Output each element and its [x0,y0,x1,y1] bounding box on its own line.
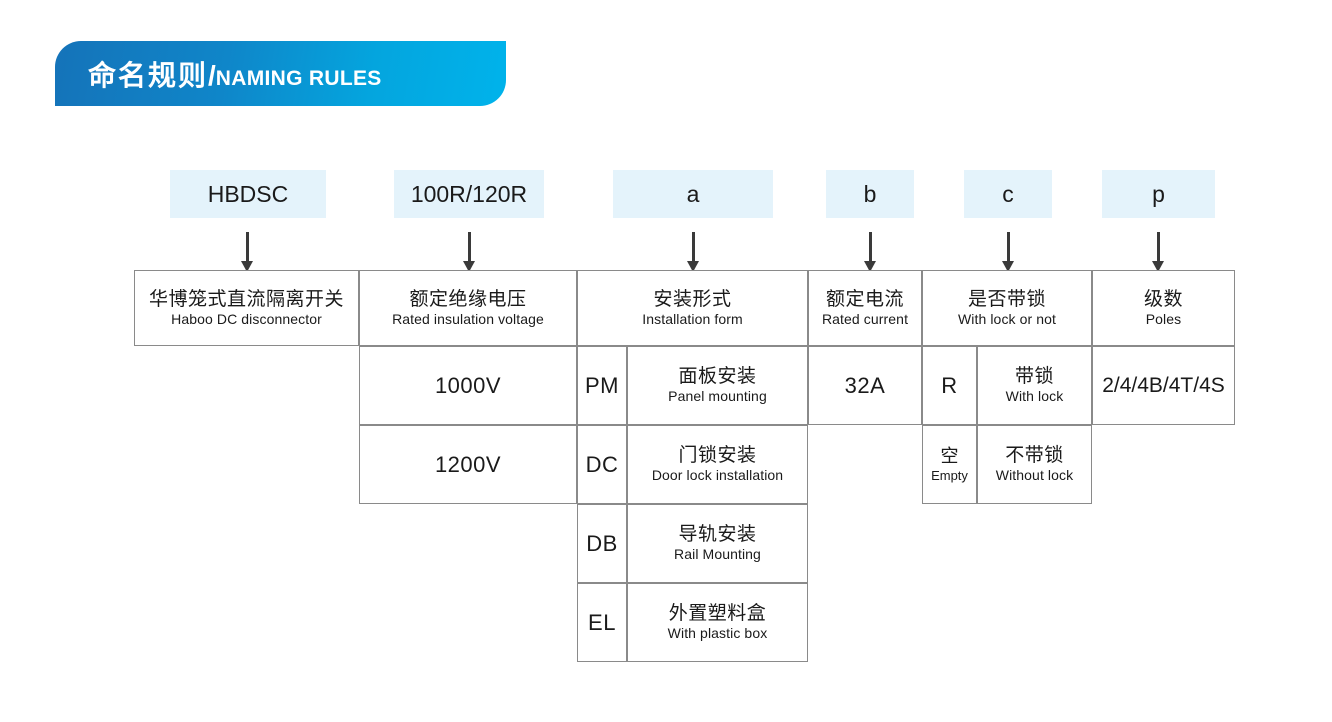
header-label-en: Haboo DC disconnector [171,310,322,327]
arrow-head [687,261,699,272]
install-label-cn: 外置塑料盒 [668,603,767,625]
install-code: DC [585,451,619,477]
header-label-cn: 额定绝缘电压 [409,288,527,310]
install-code-cell-1: PM [577,346,627,425]
install-code: EL [588,609,616,635]
install-code-cell-3: DB [577,504,627,583]
code-chip-5: c [964,170,1052,218]
header-label-en: With lock or not [957,310,1057,327]
arrow-head [463,261,475,272]
lock-label-en: With lock [1005,388,1064,405]
arrow-shaft [692,232,695,265]
install-code-cell-4: EL [577,583,627,662]
header-label-en: Poles [1145,310,1182,327]
arrow-shaft [869,232,872,265]
lock-label-en: Without lock [995,467,1074,484]
arrow-shaft [246,232,249,265]
lock-code-en: Empty [931,467,968,483]
install-label-cn: 门锁安装 [678,445,757,467]
header-label-cn: 级数 [1143,288,1183,310]
banner-title-cn: 命名规则 [88,59,209,91]
voltage-cell-2: 1200V [359,425,577,504]
banner-separator: / [208,59,216,91]
code-chip-3: a [613,170,773,218]
header-label-cn: 安装形式 [653,288,732,310]
arrow-head [1152,261,1164,272]
header-label-en: Rated insulation voltage [392,310,544,327]
poles-cell-1: 2/4/4B/4T/4S [1092,346,1235,425]
install-label-en: Rail Mounting [674,546,761,563]
arrow-head [864,261,876,272]
banner-title-group: 命名规则/NAMING RULES [88,54,382,94]
current-cell-1: 32A [808,346,922,425]
section-banner: 命名规则/NAMING RULES [55,41,506,106]
header-label-cn: 华博笼式直流隔离开关 [148,288,344,310]
install-label-cn: 面板安装 [678,366,757,388]
arrow-shaft [1007,232,1010,265]
code-chip-6: p [1102,170,1215,218]
lock-label-cn: 带锁 [1014,366,1054,388]
header-label-en: Rated current [821,310,909,327]
lock-code-cell-1: R [922,346,977,425]
header-label-en: Installation form [642,310,743,327]
arrow-shaft [1157,232,1160,265]
arrow-shaft [468,232,471,265]
install-label-en: Panel mounting [668,388,767,405]
down-arrow-icon-3 [687,232,700,272]
current-value: 32A [844,372,886,398]
install-code-cell-2: DC [577,425,627,504]
banner-title-en: NAMING RULES [215,66,382,90]
install-label-en: With plastic box [667,625,768,642]
code-chip-4: b [826,170,914,218]
arrow-head [1002,261,1014,272]
lock-code-cn: R [941,372,958,398]
code-chip-2: 100R/120R [394,170,544,218]
install-code: PM [585,372,619,398]
down-arrow-icon-1 [241,232,254,272]
header-label-cn: 是否带锁 [967,288,1046,310]
voltage-cell-1: 1000V [359,346,577,425]
poles-value: 2/4/4B/4T/4S [1102,373,1225,397]
voltage-value: 1200V [434,451,502,477]
down-arrow-icon-5 [1002,232,1015,272]
install-label-en: Door lock installation [651,467,784,484]
lock-code-cn: 空 [940,445,959,466]
down-arrow-icon-2 [463,232,476,272]
header-label-cn: 额定电流 [825,288,904,310]
install-code: DB [586,530,618,556]
install-label-cn: 导轨安装 [678,524,757,546]
voltage-value: 1000V [434,372,502,398]
down-arrow-icon-4 [864,232,877,272]
arrow-head [241,261,253,272]
lock-label-cn: 不带锁 [1005,445,1064,467]
code-chip-1: HBDSC [170,170,326,218]
down-arrow-icon-6 [1152,232,1165,272]
